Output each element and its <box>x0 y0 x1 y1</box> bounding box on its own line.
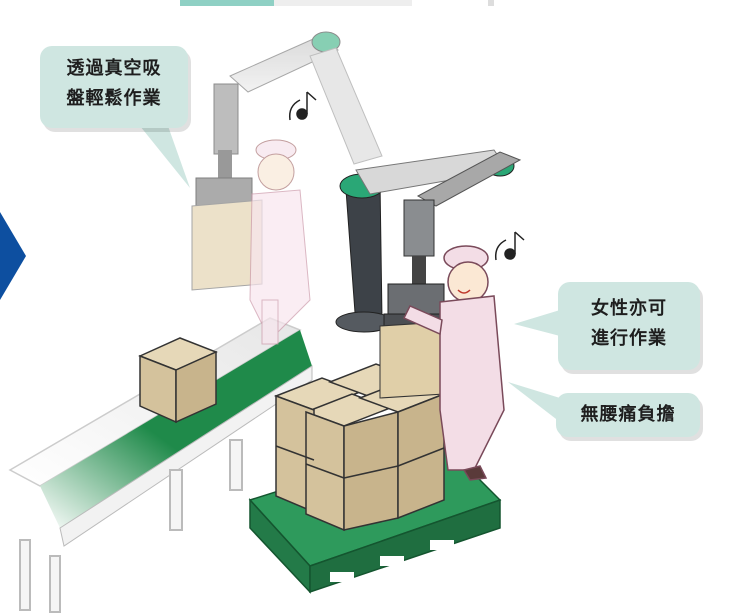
ghost-worker <box>249 139 311 345</box>
callout-no-back-strain: 無腰痛負擔 <box>556 393 700 437</box>
box-on-conveyor <box>138 337 218 424</box>
callout-text: 無腰痛負擔 <box>580 404 676 425</box>
callout-tail-vacuum <box>140 126 190 188</box>
callout-vacuum-handling: 透過真空吸 盤輕鬆作業 <box>40 46 188 128</box>
top-tab <box>180 0 494 6</box>
music-note-icon <box>494 231 525 261</box>
callout-text: 進行作業 <box>591 328 667 349</box>
ghost-robot-arm <box>191 31 383 291</box>
main-worker <box>402 245 505 481</box>
callout-tail-back <box>508 382 560 422</box>
callout-text: 女性亦可 <box>591 298 667 319</box>
callout-tail-women <box>514 310 560 336</box>
music-note-icon <box>288 91 317 121</box>
callout-women-can-work: 女性亦可 進行作業 <box>558 282 700 370</box>
callout-text: 透過真空吸 <box>66 58 162 79</box>
callout-text: 盤輕鬆作業 <box>66 88 162 109</box>
blue-arrow-icon <box>0 212 26 300</box>
main-robot-arm <box>335 149 522 399</box>
